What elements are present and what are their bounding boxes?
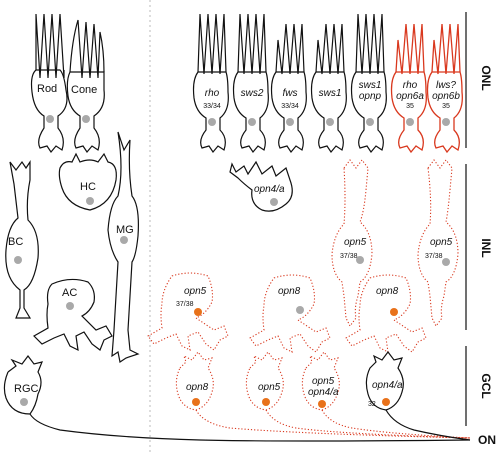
photoreceptor-4: sws1 xyxy=(310,23,347,154)
mg-label: MG xyxy=(116,224,134,236)
photoreceptor-gene: sws1 xyxy=(319,88,342,99)
ac2-gene: opn8 xyxy=(278,286,301,297)
gcl-label: GCL xyxy=(479,373,493,398)
photoreceptor-gene: sws2 xyxy=(241,88,264,99)
bc-opn5-cell-2: opn5 37/38 xyxy=(417,159,459,328)
photoreceptor-num: 35 xyxy=(406,103,414,110)
gcl-opn8-cell: opn8 xyxy=(175,351,471,439)
inl-label: INL xyxy=(479,238,493,257)
photoreceptor-num: 33/34 xyxy=(203,103,221,110)
photoreceptor-gene: fws xyxy=(283,88,298,99)
ac-cell: AC xyxy=(33,278,113,352)
cone-cell: Cone xyxy=(66,19,105,154)
g4-num: 32 xyxy=(368,401,376,408)
bc1-num: 37/38 xyxy=(340,253,358,260)
gcl-opn4a-cell: opn4/a 32 xyxy=(365,351,471,441)
cone-label: Cone xyxy=(71,84,97,96)
bc-cell: BC xyxy=(5,160,39,319)
hc-gene: opn4/a xyxy=(254,184,285,195)
g4-gene: opn4/a xyxy=(372,380,403,391)
photoreceptor-num: 33/34 xyxy=(281,103,299,110)
hc-cell: HC xyxy=(58,152,117,211)
ac3-gene: opn8 xyxy=(376,286,399,297)
photoreceptor-gene-2: opnp xyxy=(359,91,382,102)
photoreceptor-1: rho 33/34 xyxy=(192,13,229,154)
bc2-num: 37/38 xyxy=(425,253,443,260)
ac-label: AC xyxy=(62,287,77,299)
gcl-opn5-cell: opn5 xyxy=(245,351,471,439)
ac-opn8-cell-1: opn8 xyxy=(249,274,331,353)
bc-label: BC xyxy=(8,236,23,248)
layer-brackets: ONL INL GCL ON xyxy=(465,12,496,447)
on-label: ON xyxy=(478,433,496,447)
photoreceptor-gene: sws1 xyxy=(359,80,382,91)
g2-gene: opn5 xyxy=(258,382,281,393)
photoreceptor-gene-2: opn6a xyxy=(396,91,424,102)
g3a-gene: opn5 xyxy=(312,376,335,387)
hc-label: HC xyxy=(80,181,96,193)
rgc-label: RGC xyxy=(14,383,39,395)
photoreceptor-2: sws2 xyxy=(232,13,269,154)
photoreceptor-num: 35 xyxy=(442,103,450,110)
g3b-gene: opn4/a xyxy=(308,387,339,398)
ac1-num: 37/38 xyxy=(176,301,194,308)
photoreceptor-gene-2: opn6b xyxy=(432,91,460,102)
photoreceptor-gene: rho xyxy=(205,88,220,99)
onl-label: ONL xyxy=(479,65,493,90)
mg-cell: MG xyxy=(107,131,140,363)
ac-opn8-cell-2: opn8 xyxy=(345,274,427,353)
ac1-gene: opn5 xyxy=(184,286,207,297)
photoreceptor-3: fws 33/34 xyxy=(270,23,307,154)
bc1-gene: opn5 xyxy=(344,237,367,248)
bc2-gene: opn5 xyxy=(430,237,453,248)
hc-opn4a-cell: opn4/a xyxy=(229,160,293,212)
ac-opn5-cell: opn5 37/38 xyxy=(147,272,229,351)
rod-cell: Rod xyxy=(30,13,68,154)
photoreceptor-gene: rho xyxy=(403,80,418,91)
photoreceptor-gene: lws? xyxy=(436,80,456,91)
bc-opn5-cell-1: opn5 37/38 xyxy=(331,159,373,328)
gcl-opn5-opn4a-cell: opn5 opn4/a xyxy=(301,351,471,439)
rgc-cell: RGC xyxy=(3,355,471,442)
rod-label: Rod xyxy=(37,83,57,95)
g1-gene: opn8 xyxy=(186,382,209,393)
